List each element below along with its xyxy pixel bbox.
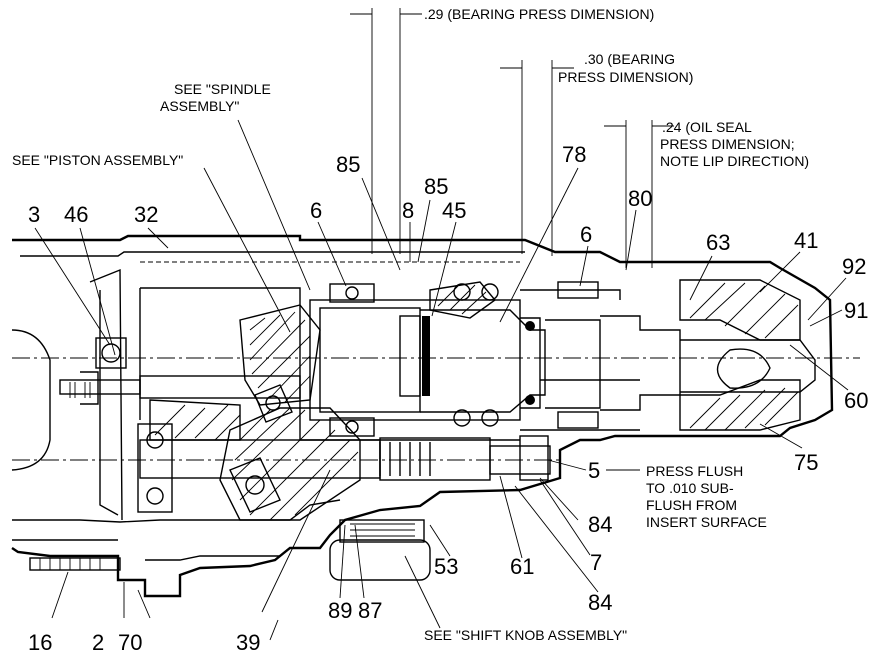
- callout-92: 92: [842, 254, 866, 279]
- callout-85-right: 85: [424, 174, 448, 199]
- callout-80: 80: [628, 186, 652, 211]
- hatched-sections: [149, 279, 801, 521]
- callout-61: 61: [510, 554, 534, 579]
- callout-41: 41: [794, 228, 818, 253]
- leader-lines: [34, 119, 849, 641]
- housing-outline: [11, 234, 834, 598]
- note-oil-seal-line3: NOTE LIP DIRECTION): [660, 153, 809, 169]
- callout-60: 60: [844, 388, 868, 413]
- callout-84-lower: 84: [588, 590, 612, 615]
- callout-89: 89: [328, 598, 352, 623]
- text-notes: .29 (BEARING PRESS DIMENSION) .30 (BEARI…: [12, 6, 809, 643]
- callout-85-left: 85: [336, 152, 360, 177]
- callout-numbers: 3 46 32 6 85 8 85 45 78 6 80 63 41 92 91…: [28, 142, 868, 654]
- spindle-shaft: [59, 371, 551, 481]
- callout-6-right: 6: [580, 222, 592, 247]
- centerlines: [12, 357, 860, 461]
- spindle-elements: [29, 315, 771, 581]
- callout-75: 75: [794, 450, 818, 475]
- callout-6-left: 6: [310, 198, 322, 223]
- note-press-flush-line3: FLUSH FROM: [646, 497, 737, 513]
- callout-16: 16: [28, 630, 52, 654]
- callout-8: 8: [402, 198, 414, 223]
- callout-2: 2: [92, 630, 104, 654]
- callout-45: 45: [442, 198, 466, 223]
- callout-91: 91: [844, 298, 868, 323]
- callout-46: 46: [64, 202, 88, 227]
- note-press-flush-line1: PRESS FLUSH: [646, 463, 743, 479]
- note-shift-knob-assembly: SEE "SHIFT KNOB ASSEMBLY": [424, 627, 627, 643]
- callout-63: 63: [706, 230, 730, 255]
- callout-3: 3: [28, 202, 40, 227]
- note-spindle-line2: ASSEMBLY": [160, 98, 239, 114]
- callout-39: 39: [236, 630, 260, 654]
- note-bearing-press-30-line1: .30 (BEARING: [584, 51, 675, 67]
- callout-5: 5: [588, 458, 600, 483]
- callout-78: 78: [562, 142, 586, 167]
- note-piston-assembly: SEE "PISTON ASSEMBLY": [12, 152, 183, 168]
- note-press-flush-line4: INSERT SURFACE: [646, 514, 767, 530]
- note-bearing-press-30-line2: PRESS DIMENSION): [558, 69, 693, 85]
- inner-bores: [139, 287, 816, 441]
- callout-7: 7: [590, 550, 602, 575]
- dimension-lines: [350, 8, 674, 268]
- callout-87: 87: [358, 598, 382, 623]
- callout-53: 53: [434, 554, 458, 579]
- note-bearing-press-29: .29 (BEARING PRESS DIMENSION): [424, 6, 654, 22]
- note-oil-seal-line2: PRESS DIMENSION;: [660, 136, 795, 152]
- note-press-flush-line2: TO .010 SUB-: [646, 480, 734, 496]
- callout-84-upper: 84: [588, 512, 612, 537]
- callout-70: 70: [118, 630, 142, 654]
- note-oil-seal-line1: .24 (OIL SEAL: [662, 119, 752, 135]
- callout-32: 32: [134, 202, 158, 227]
- note-spindle-line1: SEE "SPINDLE: [174, 81, 271, 97]
- bearings: [95, 281, 599, 513]
